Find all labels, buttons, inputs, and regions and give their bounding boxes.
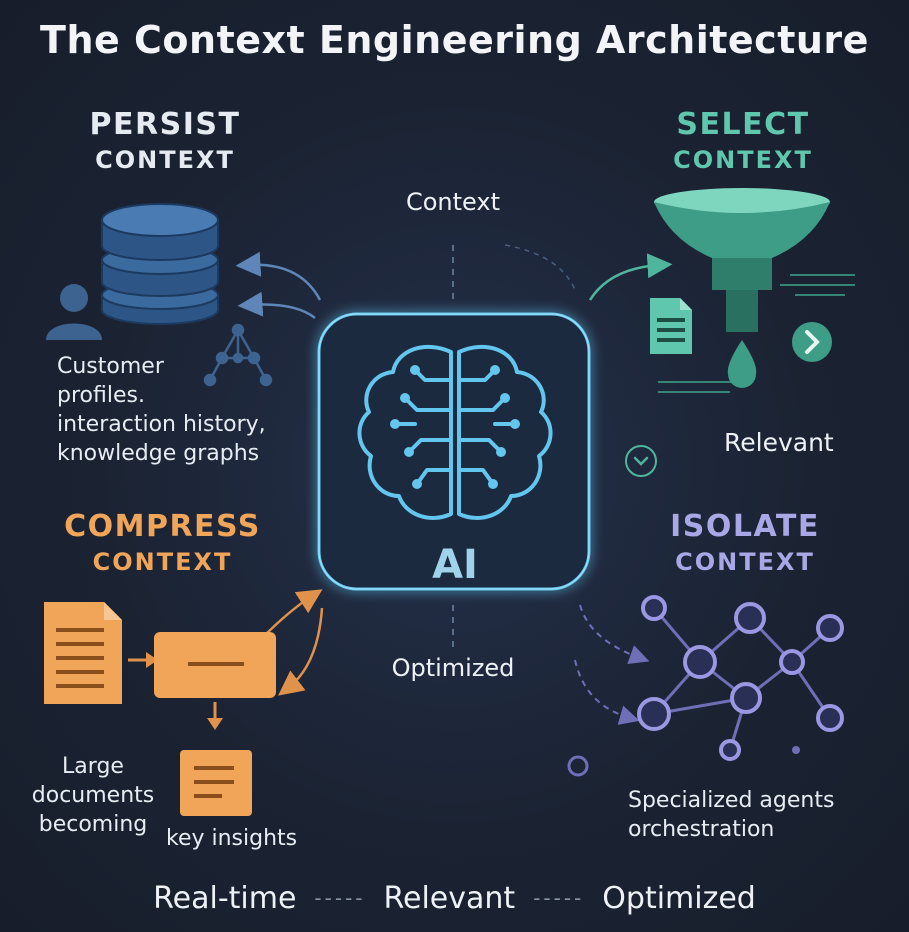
ai-core: AI (317, 312, 591, 591)
compress-heading-line1: COMPRESS (64, 509, 261, 544)
network-icon (203, 323, 273, 387)
persist-heading-line1: PERSIST (89, 107, 241, 142)
persist-heading-line2: CONTEXT (95, 146, 235, 174)
funnel-icon (654, 188, 830, 332)
compress-heading-line2: CONTEXT (92, 548, 233, 576)
persist-desc-line: interaction history, (57, 412, 266, 437)
user-icon (46, 284, 102, 340)
persist-desc-line: knowledge graphs (57, 441, 260, 466)
agent-graph-icon (567, 595, 844, 777)
compress-desc-line: Large (62, 754, 124, 779)
diagram-title: The Context Engineering Architecture (40, 18, 869, 62)
persist-desc-line: profiles. (57, 383, 145, 408)
footer-item-realtime: Real-time (153, 880, 297, 916)
database-icon (101, 203, 219, 325)
persist-description: Customer profiles. interaction history, … (57, 352, 317, 468)
compress-graphics (44, 602, 276, 816)
footer-item-relevant: Relevant (383, 880, 516, 916)
select-heading: SELECT CONTEXT (648, 107, 838, 174)
compress-desc-line: documents (31, 783, 155, 808)
core-label: AI (432, 542, 478, 588)
isolate-heading: ISOLATE CONTEXT (640, 509, 850, 576)
compress-desc-line: becoming (38, 812, 148, 837)
key-insight-icon (180, 750, 252, 816)
select-heading-line2: CONTEXT (673, 146, 813, 174)
footer-item-optimized: Optimized (602, 880, 756, 916)
select-output-label: Relevant (724, 428, 834, 457)
persist-desc-line: Customer (57, 354, 164, 379)
isolate-description: Specialized agents orchestration (628, 786, 888, 844)
document-icon (650, 298, 692, 354)
chevron-right-icon (792, 322, 832, 362)
isolate-heading-line2: CONTEXT (675, 548, 815, 576)
isolate-desc-line: orchestration (628, 817, 775, 842)
large-document-icon (44, 602, 122, 704)
isolate-desc-line: Specialized agents (628, 788, 835, 813)
compress-description: Large documents becoming (18, 752, 168, 839)
compressed-block-icon (154, 632, 276, 698)
isolate-heading-line1: ISOLATE (670, 509, 820, 544)
center-bottom-label: Optimized (391, 654, 515, 682)
footer-separator: ----- (314, 886, 366, 910)
select-heading-line1: SELECT (676, 107, 810, 142)
footer-separator: ----- (533, 886, 585, 910)
droplet-icon (727, 340, 757, 388)
center-top-label: Context (405, 188, 501, 216)
select-graphics (650, 188, 855, 393)
footer-tagline: Real-time ----- Relevant ----- Optimized (0, 876, 909, 920)
chevron-down-icon (625, 445, 657, 477)
persist-graphics (46, 203, 273, 387)
compress-heading: COMPRESS CONTEXT (50, 509, 275, 576)
compress-desc-tail: key insights (166, 826, 298, 851)
persist-heading: PERSIST CONTEXT (70, 107, 260, 174)
